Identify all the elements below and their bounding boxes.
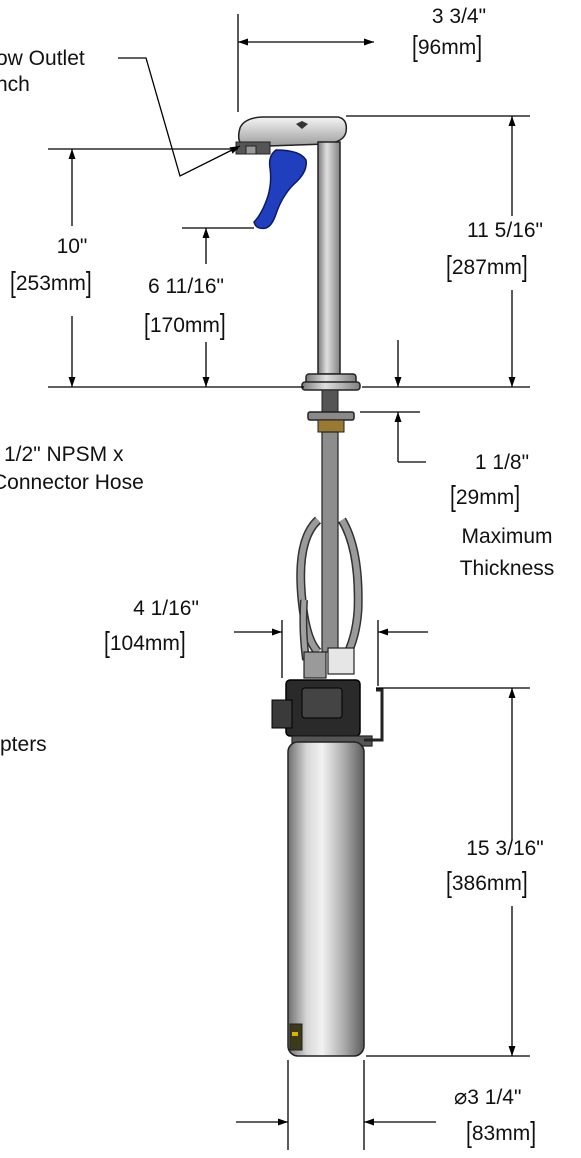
dim-height-spout: [346, 115, 530, 388]
dim-height-spout-inch: 11 5/16": [467, 219, 543, 242]
diameter-icon: ⌀: [454, 1084, 468, 1109]
dim-height-lever: [182, 227, 254, 387]
dim-thickness-note-line2: Thickness: [459, 557, 555, 580]
dim-height-outlet-mm: [253mm]: [10, 267, 92, 299]
filter-cartridge: [287, 741, 365, 1057]
outlet-callout-line1: ow Outlet: [0, 47, 85, 70]
dim-width-hose-inch: 4 1/16": [133, 597, 199, 620]
dim-height-filter-inch: 15 3/16": [466, 837, 544, 860]
hose-callout-line2: Connector Hose: [0, 471, 144, 494]
connector-hose: [296, 431, 363, 663]
dim-diameter-filter-inch: ⌀3 1/4": [454, 1084, 522, 1109]
dim-height-outlet-inch: 10": [56, 235, 88, 258]
dim-thickness-note-line1: Maximum: [461, 525, 553, 548]
hose-callout-line1: 1/2" NPSM x: [4, 443, 124, 466]
dim-height-filter-mm: [386mm]: [446, 867, 528, 899]
blue-lever-handle: [253, 149, 307, 230]
dim-thickness-inch: 1 1/8": [474, 451, 530, 474]
dim-height-outlet: [48, 148, 304, 388]
dim-height-lever-mm: [170mm]: [144, 309, 226, 341]
faucet-head: [235, 116, 348, 155]
dim-diameter-filter-mm: [83mm]: [466, 1117, 537, 1149]
dim-width-hose: [234, 620, 428, 686]
dim-width-head-mm: [96mm]: [412, 31, 483, 63]
outlet-callout-line2: nch: [0, 73, 30, 96]
dim-width-hose-mm: [104mm]: [104, 627, 186, 659]
dim-height-lever-inch: 6 11/16": [148, 275, 224, 298]
dim-width-head: [237, 14, 374, 112]
dim-width-head-inch: 3 3/4": [431, 5, 487, 28]
dim-diameter-filter: [236, 1060, 436, 1150]
mounting-flange: [301, 373, 361, 433]
filter-head-assembly: [271, 647, 373, 747]
dim-height-filter: [366, 687, 530, 1057]
leader-outlet: [118, 57, 241, 177]
faucet-post: [317, 141, 341, 375]
dim-max-thickness: [360, 340, 426, 463]
dim-height-spout-mm: [287mm]: [446, 251, 528, 283]
adapters-callout: pters: [0, 733, 47, 756]
bracket: [364, 688, 384, 742]
dim-thickness-mm: [29mm]: [450, 481, 521, 513]
